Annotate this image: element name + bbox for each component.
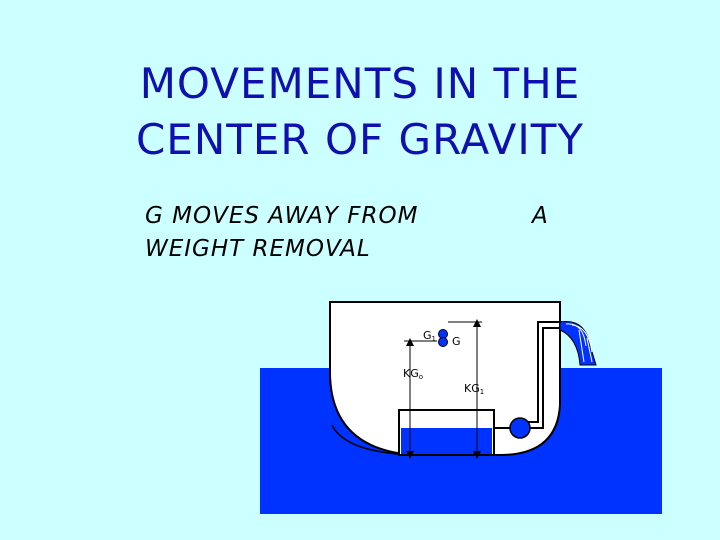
subtitle: G MOVES AWAY FROM WEIGHT REMOVAL: [145, 200, 418, 266]
kg1-arrow-top: [473, 319, 481, 327]
g-original-dot: [438, 337, 448, 347]
page-title: MOVEMENTS IN THE CENTER OF GRAVITY: [0, 56, 720, 168]
kg0-arrow-bottom: [406, 451, 414, 459]
g1-label: G1: [423, 329, 436, 343]
tank-liquid: [401, 428, 492, 454]
g-label: G: [452, 335, 461, 348]
water-discharge: [559, 320, 597, 366]
subtitle-line-1: G MOVES AWAY FROM: [145, 203, 419, 229]
title-line-2: CENTER OF GRAVITY: [135, 115, 585, 164]
kg0-arrow-top: [406, 338, 414, 346]
discharge-pipe-inner: [528, 321, 562, 423]
kg1-arrow-bottom: [473, 451, 481, 459]
kg0-label: KGo: [403, 367, 423, 381]
water-discharge-streaks: [565, 323, 593, 363]
discharge-pipe-outer: [528, 327, 562, 429]
panel-letter: A: [532, 203, 548, 229]
subtitle-line-2: WEIGHT REMOVAL: [145, 236, 371, 262]
pump-icon: [509, 417, 531, 439]
title-line-1: MOVEMENTS IN THE: [139, 59, 581, 108]
kg1-label: KG1: [464, 382, 484, 396]
